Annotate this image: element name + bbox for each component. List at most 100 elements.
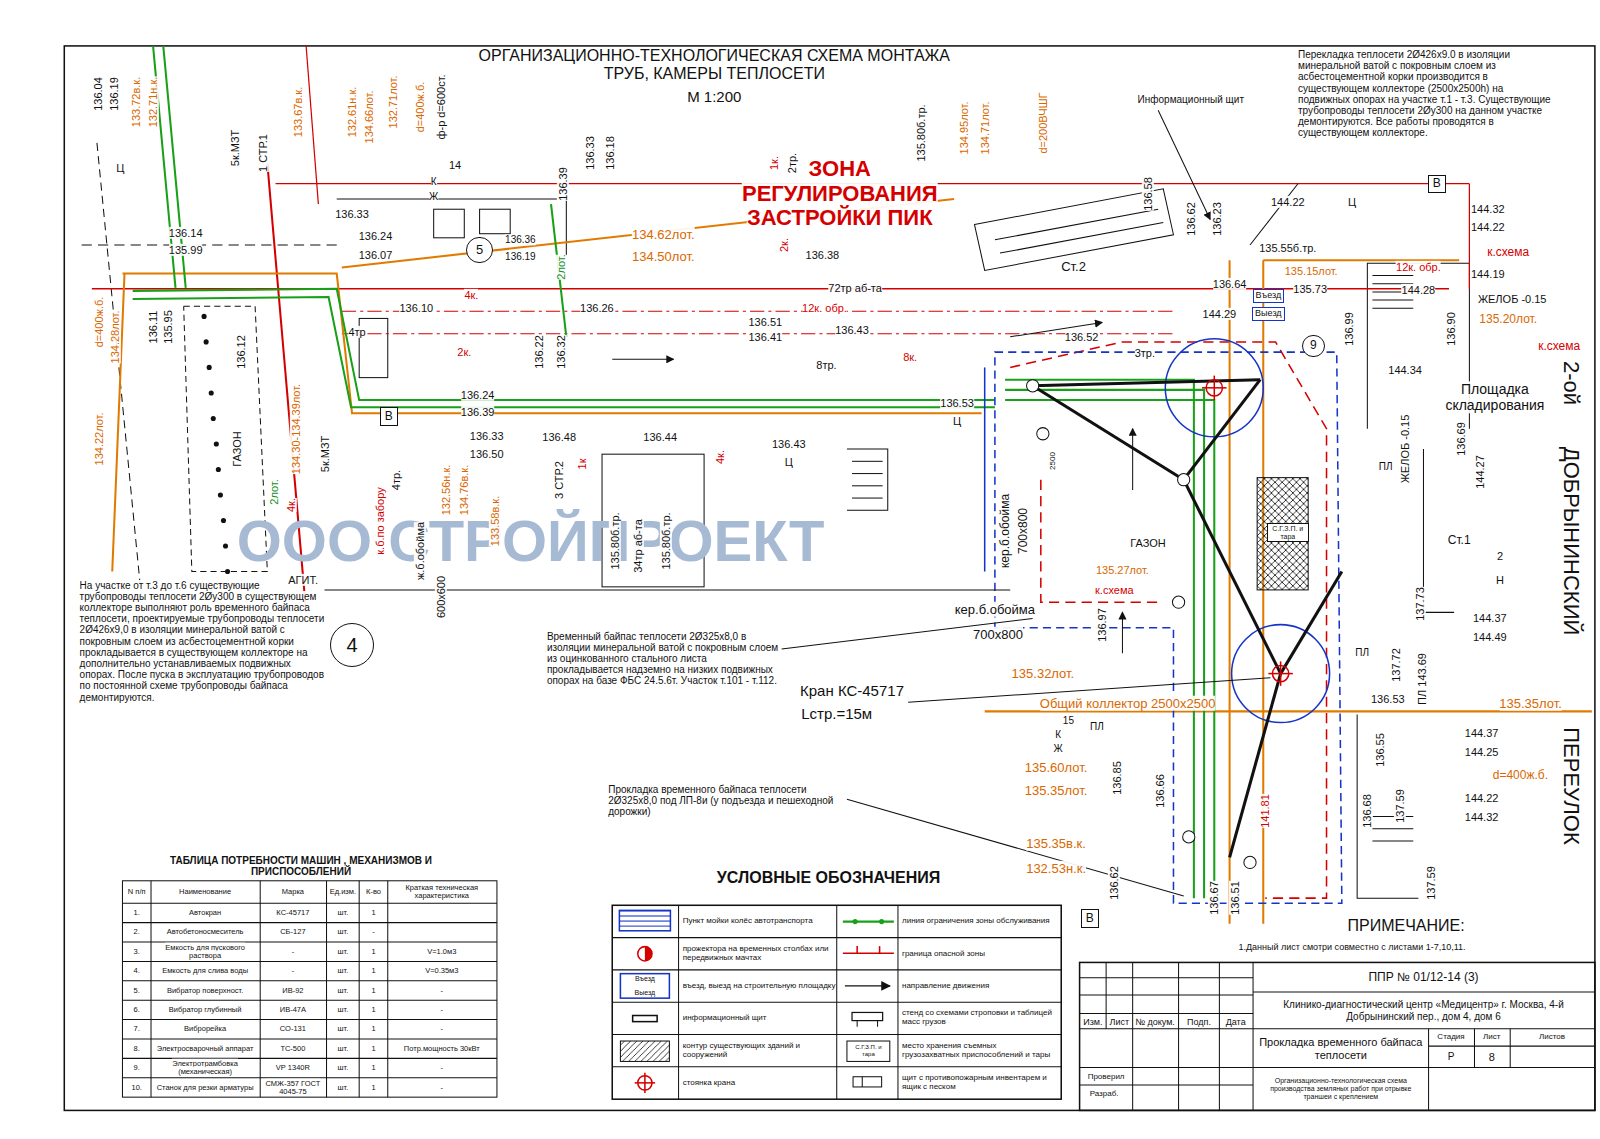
plan-label: Электросварочный аппарат: [157, 1043, 254, 1052]
plan-label-holder: 136.22: [533, 335, 545, 369]
plan-label: 136.90: [1445, 312, 1457, 346]
map-line: [1357, 714, 1418, 898]
plan-label: 136.11: [147, 310, 159, 343]
map-line: [612, 1034, 1061, 1035]
map-symbol: [1178, 474, 1190, 486]
map-line: [151, 881, 152, 1097]
plan-label-holder: 1: [361, 909, 386, 917]
plan-label: -: [441, 1063, 444, 1072]
plan-label-holder: ИВ-47А: [262, 1006, 323, 1014]
map-shape: [620, 974, 669, 998]
plan-label-holder: К-во: [361, 888, 386, 896]
node-text: С.Г.З.П. и тара: [1270, 525, 1306, 540]
plan-label-holder: 133.72в.к.: [130, 77, 142, 127]
plan-label: Емкость для слива воды: [162, 966, 248, 975]
plan-label-holder: 1к.: [767, 156, 779, 170]
callout-circle: 4: [330, 623, 375, 668]
plan-label: Общий коллектор 2500x2500: [1040, 696, 1216, 711]
plan-label-holder: 4тр.: [390, 470, 402, 490]
plan-label: 136.50: [470, 448, 504, 460]
plan-label-holder: -: [390, 986, 494, 994]
plan-label: ЖЕЛОБ -0.15: [1478, 293, 1547, 305]
plan-label-holder: 8: [1489, 1051, 1495, 1063]
plan-label: ф-р d=600ст.: [435, 75, 447, 140]
plan-label-holder: 136.51: [748, 315, 782, 327]
callout-circle: 5: [466, 237, 493, 264]
plan-label-holder: шт.: [328, 909, 359, 917]
map-shape: [122, 881, 496, 1097]
plan-label-holder: 137.72: [1390, 649, 1402, 683]
plan-label-holder: 134.66лот.: [363, 91, 375, 144]
plan-label-holder: 1: [361, 1083, 386, 1091]
map-shape: [633, 1016, 657, 1022]
plan-label-holder: VP 1340R: [262, 1064, 323, 1072]
plan-label: 134.22лот.: [93, 412, 105, 465]
plan-label-holder: Вибратор глубинный: [153, 1006, 257, 1014]
sheet-title-holder: ОРГАНИЗАЦИОННО-ТЕХНОЛОГИЧЕСКАЯ СХЕМА МОН…: [469, 47, 959, 83]
plan-label-holder: Краткая техническая характеристика: [390, 884, 494, 901]
plan-label-holder: 2500: [1049, 452, 1058, 470]
map-symbol: [207, 365, 212, 370]
plan-label-holder: Ст.1: [1448, 534, 1471, 547]
plan-label: 1 СТР.1: [257, 134, 269, 172]
map-line: [122, 274, 981, 414]
plan-label: М 1:200: [687, 88, 741, 105]
plan-label: ДОБРЫНИНСКИЙ: [1560, 447, 1585, 636]
map-line: [1474, 1029, 1475, 1068]
plan-label: 136.85: [1111, 761, 1123, 795]
plan-label-holder: М 1:200: [687, 89, 741, 106]
plan-label: Вибратор поверхност.: [167, 985, 243, 994]
plan-label: ООО СТРОЙПРОЕКТ: [237, 507, 825, 572]
plan-label: 136.33: [470, 430, 504, 442]
plan-label-holder: № докум.: [1135, 1017, 1175, 1027]
plan-label: 135.60лот.: [1025, 759, 1088, 774]
plan-label-holder: к.схема: [1538, 340, 1580, 353]
plan-label: Lстр.=15м: [801, 705, 872, 722]
plan-label: 136.53: [940, 397, 974, 409]
plan-label: Организационно-технологическая схема про…: [1270, 1077, 1411, 1100]
plan-label: Временный байпас теплосети 2Ø325x8,0 в и…: [547, 631, 778, 687]
plan-label-holder: Станок для резки арматуры: [153, 1083, 257, 1091]
map-line: [843, 952, 894, 954]
legend-text: линия ограничения зоны обслуживания: [902, 916, 1050, 925]
plan-label-holder: Потр.мощность 30кВт: [390, 1044, 494, 1052]
legend-text-holder: стоянка крана: [683, 1079, 836, 1088]
plan-label: СБ-127: [280, 927, 305, 936]
plan-label: -: [441, 1082, 444, 1091]
map-line: [843, 921, 894, 923]
plan-label-holder: 136.19: [505, 252, 536, 263]
plan-label: 136.68: [1361, 795, 1373, 829]
plan-label-holder: 4к.: [285, 498, 297, 512]
plan-label: 1.: [134, 908, 140, 917]
plan-label: 600x600: [435, 576, 447, 618]
plan-label-holder: 136.36: [505, 234, 536, 245]
plan-label: 1: [371, 966, 375, 975]
plan-label: 132.71лот.: [387, 76, 399, 129]
node-text: 9: [1310, 339, 1317, 352]
plan-label-holder: 133.67в.к.: [292, 87, 304, 137]
node-text: Въезд: [1256, 291, 1282, 301]
plan-label-holder: 136.33: [335, 208, 369, 220]
plan-label: 700x800: [1016, 508, 1030, 554]
plan-label-holder: 136.32: [555, 335, 567, 369]
map-line: [387, 881, 388, 1097]
plan-label: Прокладка временного байпаса теплосети 2…: [608, 784, 833, 817]
map-symbol: [1027, 380, 1039, 392]
plan-label-holder: 600x600: [435, 576, 447, 618]
plan-label: 135.35лот.: [1499, 696, 1562, 711]
plan-label: d=400ж.б.: [1493, 768, 1548, 782]
plan-label-holder: 1.: [124, 909, 149, 917]
plan-label-holder: 5.: [124, 986, 149, 994]
legend-text: информационный щит: [683, 1013, 767, 1022]
node-text: В: [385, 410, 393, 423]
plan-label-holder: Ж: [429, 191, 438, 202]
plan-label: 134.50лот.: [632, 249, 695, 264]
plan-label: 136.58: [1142, 177, 1154, 211]
plan-label-holder: 136.24: [461, 389, 495, 401]
map-line: [1372, 828, 1413, 829]
map-group: [1080, 962, 1595, 1110]
map-line: [306, 46, 318, 204]
plan-label: 136.23: [1211, 203, 1223, 237]
plan-label: 136.69: [1455, 422, 1467, 456]
legend-text-holder: щит с противопожарным инвентарем и ящик …: [902, 1074, 1055, 1092]
